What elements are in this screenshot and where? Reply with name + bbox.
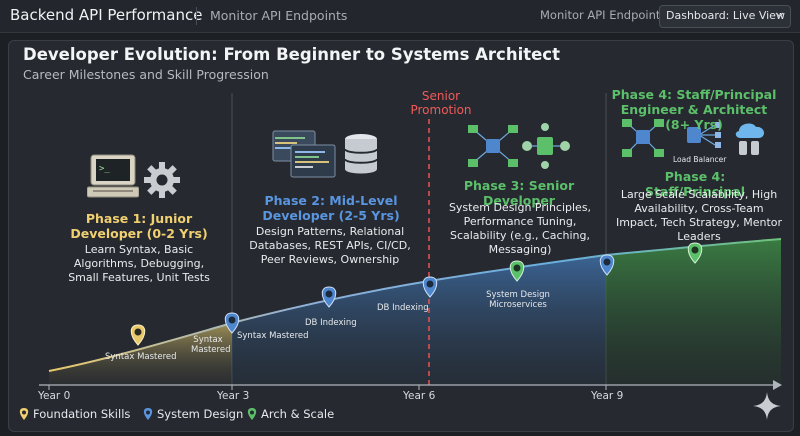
milestone-label-2: Syntax Mastered <box>191 335 231 355</box>
computer-icon: >_ <box>87 154 139 198</box>
dashboard-select-value: Dashboard: Live View <box>666 9 785 22</box>
gear-icon <box>144 162 180 198</box>
phase-4-title: Phase 4: Staff/Principal <box>645 169 745 199</box>
top-bar: Backend API Performance Monitor API Endp… <box>0 0 800 33</box>
chart-panel: Developer Evolution: From Beginner to Sy… <box>8 40 794 432</box>
phase-1-title: Phase 1: Junior Developer (0-2 Yrs) <box>70 211 208 241</box>
x-tick-year-6: Year 6 <box>403 390 436 402</box>
pin-icon <box>247 408 257 420</box>
area-system-design <box>232 255 606 385</box>
milestone-label-5: DB Indexing <box>377 303 429 313</box>
milestone-pin-4 <box>422 276 438 298</box>
network-icon <box>468 123 570 169</box>
senior-promotion-label: Senior Promotion <box>410 89 472 117</box>
milestone-pin-2 <box>224 312 240 334</box>
code-windows-icon <box>272 130 336 178</box>
area-arch-scale <box>606 239 781 385</box>
milestone-pin-5 <box>509 260 525 282</box>
legend-label-system-design: System Design <box>157 407 244 421</box>
load-balancer-icon <box>622 119 765 157</box>
x-tick-year-9: Year 9 <box>591 390 624 402</box>
area-foundation <box>49 323 232 385</box>
milestone-label-1: Syntax Mastered <box>105 352 177 362</box>
milestone-pin-3 <box>321 286 337 308</box>
monitor-endpoints-link[interactable]: Monitor API Endpoints <box>540 8 667 22</box>
phase-2-title: Phase 2: Mid-Level Developer (2-5 Yrs) <box>262 193 400 223</box>
phase-1-description: Learn Syntax, Basic Algorithms, Debuggin… <box>68 243 210 284</box>
app-title: Backend API Performance <box>10 6 203 24</box>
svg-text:>_: >_ <box>99 164 110 174</box>
milestone-pin-7 <box>687 242 703 264</box>
dashboard-select[interactable]: Dashboard: Live View <box>659 5 791 28</box>
x-tick-year-0: Year 0 <box>38 390 71 402</box>
phase-4-title-top: Phase 4: Staff/Principal Engineer & Arch… <box>611 87 777 132</box>
pin-icon <box>19 408 29 420</box>
phase-3-title: Phase 3: Senior Developer <box>463 178 575 208</box>
career-chart <box>39 93 782 390</box>
legend-item-foundation: Foundation Skills <box>19 407 130 421</box>
breadcrumb[interactable]: Monitor API Endpoints <box>210 8 348 23</box>
legend-label-arch-scale: Arch & Scale <box>261 407 335 421</box>
milestone-label-3: Syntax Mastered <box>237 331 309 341</box>
database-icon <box>344 134 378 174</box>
milestone-label-6: System Design Microservices <box>486 290 550 310</box>
x-tick-year-3: Year 3 <box>217 390 250 402</box>
chart-subtitle: Career Milestones and Skill Progression <box>23 67 269 82</box>
load-balancer-label: Load Balancer <box>673 155 727 164</box>
chart-title: Developer Evolution: From Beginner to Sy… <box>23 45 560 64</box>
pin-icon <box>143 408 153 420</box>
phase-3-description: System Design Principles, Performance Tu… <box>448 201 592 256</box>
sparkle-icon[interactable] <box>752 391 782 421</box>
phase-2-description: Design Patterns, Relational Databases, R… <box>249 225 411 266</box>
milestone-pin-1 <box>130 324 146 346</box>
milestone-label-4: DB Indexing <box>305 318 357 328</box>
legend-label-foundation: Foundation Skills <box>33 407 131 421</box>
legend-item-system-design: System Design <box>143 407 243 421</box>
x-axis-arrow <box>773 380 782 390</box>
legend-item-arch-scale: Arch & Scale <box>247 407 334 421</box>
header-divider <box>196 7 197 25</box>
milestone-pin-6 <box>599 254 615 276</box>
phase-4-description: Large Scale Scalability, High Availabili… <box>615 188 783 243</box>
chevron-down-icon <box>775 12 784 18</box>
